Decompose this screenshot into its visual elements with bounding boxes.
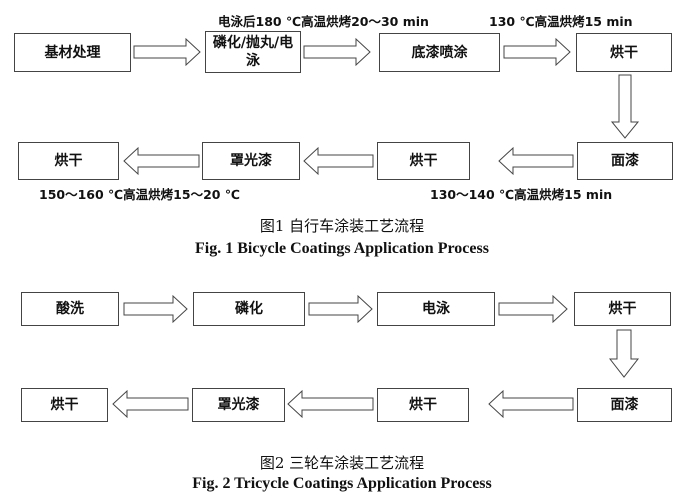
- arrow-phosphating-to-ecoat: [308, 294, 373, 324]
- arrow-clearcoat-to-dry3: [112, 389, 189, 419]
- step-electrocoat: 电泳: [377, 292, 495, 326]
- arrow-primer-to-dry1: [503, 37, 571, 67]
- arrow-pickling-to-phosphating: [123, 294, 188, 324]
- arrow-topcoat-to-dry2: [488, 389, 574, 419]
- note-topcoat-bake: 130～140 ℃高温烘烤15 min: [430, 187, 613, 202]
- step-pretreatment: 磷化/抛丸/电泳: [205, 31, 301, 73]
- step-clearcoat: 罩光漆: [192, 388, 285, 422]
- arrow-dry2-to-clearcoat: [303, 146, 374, 176]
- note-ecoat-bake: 电泳后180 ℃高温烘烤20～30 min: [218, 14, 429, 29]
- note-clearcoat-bake: 150～160 ℃高温烘烤15～20 ℃: [39, 187, 240, 202]
- step-topcoat: 面漆: [577, 388, 672, 422]
- arrow-clearcoat-to-dry3: [123, 146, 200, 176]
- step-drying-2: 烘干: [377, 388, 469, 422]
- step-drying-1: 烘干: [576, 33, 672, 72]
- step-phosphating: 磷化: [193, 292, 305, 326]
- arrow-substrate-to-pretreat: [133, 37, 201, 67]
- arrow-dry1-to-topcoat: [608, 329, 640, 378]
- step-drying-3: 烘干: [18, 142, 119, 180]
- arrow-pretreat-to-primer: [303, 37, 371, 67]
- step-pickling: 酸洗: [21, 292, 119, 326]
- step-drying-1: 烘干: [574, 292, 671, 326]
- figure2-caption-zh: 图2 三轮车涂装工艺流程: [259, 454, 425, 472]
- figure1-caption-en: Fig. 1 Bicycle Coatings Application Proc…: [195, 240, 489, 257]
- arrow-dry1-to-topcoat: [610, 74, 640, 139]
- step-topcoat: 面漆: [577, 142, 673, 180]
- step-substrate-treatment: 基材处理: [14, 33, 131, 72]
- figure2-caption-en: Fig. 2 Tricycle Coatings Application Pro…: [192, 475, 492, 492]
- arrow-dry2-to-clearcoat: [287, 389, 374, 419]
- note-primer-bake: 130 ℃高温烘烤15 min: [489, 14, 633, 29]
- step-drying-2: 烘干: [377, 142, 470, 180]
- step-drying-3: 烘干: [21, 388, 108, 422]
- arrow-ecoat-to-dry1: [498, 294, 568, 324]
- step-primer-spray: 底漆喷涂: [379, 33, 500, 72]
- arrow-topcoat-to-dry2: [498, 146, 574, 176]
- step-clearcoat: 罩光漆: [202, 142, 300, 180]
- figure1-caption-zh: 图1 自行车涂装工艺流程: [259, 217, 425, 235]
